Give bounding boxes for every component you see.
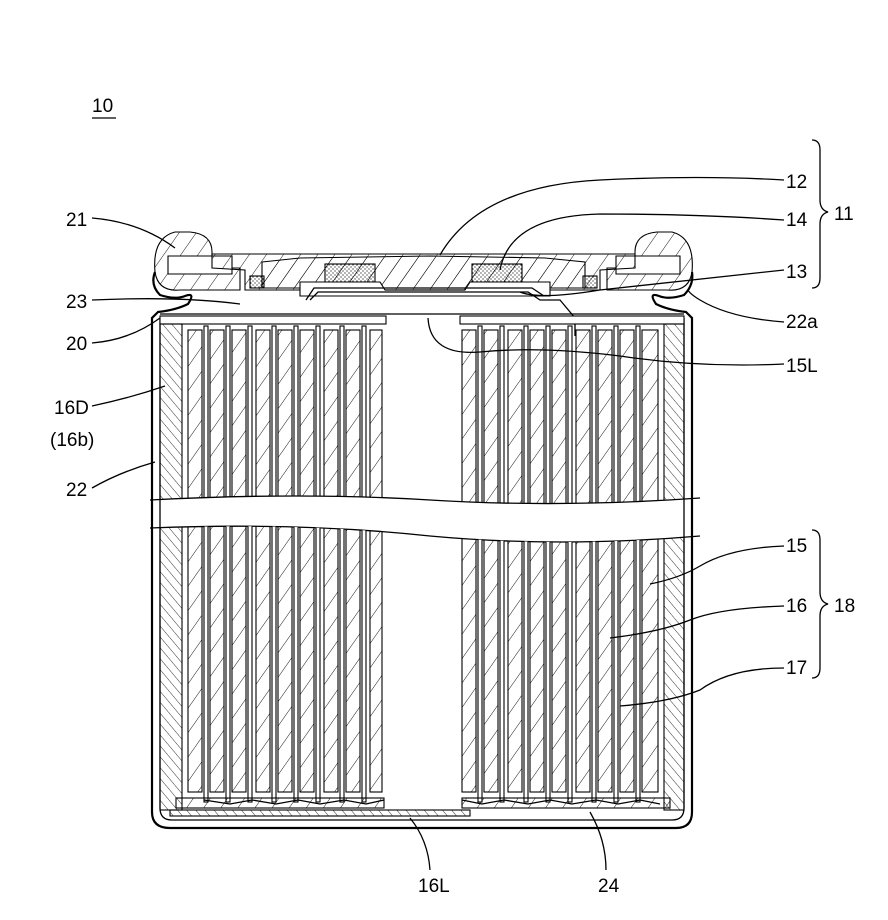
- label-20: 20: [66, 334, 87, 355]
- upper-insulating-plate-left: [160, 316, 386, 324]
- label-15: 15: [786, 536, 807, 557]
- brace-11: [812, 140, 828, 288]
- lower-insulating-plate-right: [462, 798, 670, 808]
- label-13: 13: [786, 262, 807, 283]
- label-16D: 16D: [54, 398, 89, 419]
- lower-insulating-plate-left: [176, 798, 384, 808]
- label-17: 17: [786, 658, 807, 679]
- label-14: 14: [786, 210, 808, 231]
- label-21: 21: [66, 210, 87, 231]
- label-23: 23: [66, 292, 87, 313]
- label-12: 12: [786, 172, 807, 193]
- label-22: 22: [66, 480, 87, 501]
- figure-number: 10: [92, 96, 113, 117]
- label-16: 16: [786, 596, 807, 617]
- label-18: 18: [834, 596, 855, 617]
- label-11: 11: [834, 204, 854, 225]
- sealing-body: [155, 232, 693, 296]
- label-15L: 15L: [786, 356, 818, 377]
- brace-18: [812, 530, 828, 678]
- label-16L: 16L: [418, 876, 450, 897]
- label-16b: (16b): [50, 430, 94, 451]
- upper-insulating-plate-right: [460, 316, 684, 324]
- label-22a: 22a: [786, 312, 818, 333]
- negative-lead: [170, 810, 470, 816]
- figure-reference: 10: [92, 96, 116, 118]
- label-24: 24: [598, 876, 620, 897]
- electrode-group-lower: [160, 520, 684, 810]
